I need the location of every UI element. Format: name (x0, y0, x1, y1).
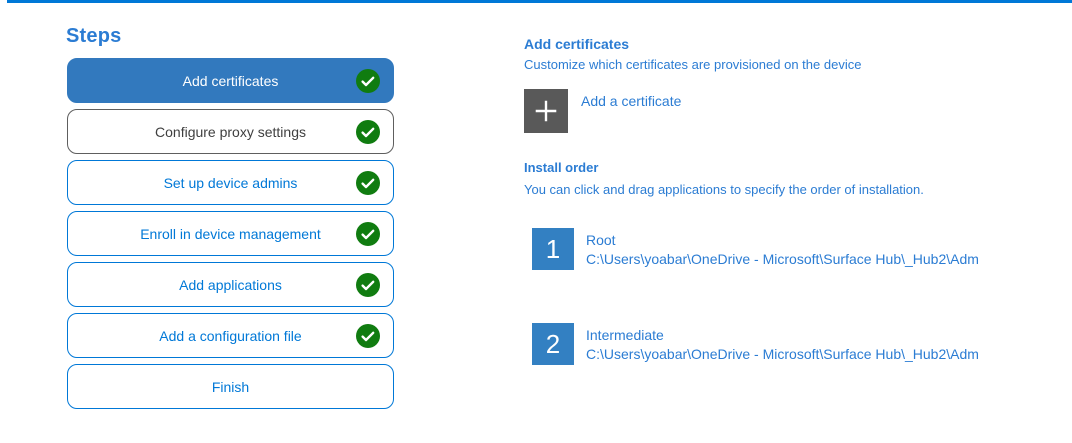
step-button-finish[interactable]: Finish (67, 364, 394, 409)
install-order-item-intermediate[interactable]: 2 Intermediate C:\Users\yoabar\OneDrive … (532, 323, 979, 365)
certificate-path: C:\Users\yoabar\OneDrive - Microsoft\Sur… (586, 346, 979, 362)
install-order-title: Install order (524, 160, 599, 175)
install-order-item-root[interactable]: 1 Root C:\Users\yoabar\OneDrive - Micros… (532, 228, 979, 270)
step-label: Enroll in device management (140, 225, 321, 242)
install-order-description: You can click and drag applications to s… (524, 182, 924, 197)
add-certificate-label: Add a certificate (581, 93, 682, 109)
add-certificates-page: Add certificates Customize which certifi… (524, 0, 1072, 443)
check-icon (356, 68, 380, 93)
steps-panel: Steps Add certificates Configure proxy s… (66, 25, 394, 409)
page-subtitle: Customize which certificates are provisi… (524, 57, 862, 72)
check-icon (356, 170, 380, 195)
add-certificate-button[interactable]: Add a certificate (524, 89, 681, 133)
steps-panel-title: Steps (66, 25, 122, 47)
plus-icon-tile (524, 89, 568, 133)
step-button-set-up-device-admins[interactable]: Set up device admins (67, 160, 394, 205)
certificate-path: C:\Users\yoabar\OneDrive - Microsoft\Sur… (586, 251, 979, 267)
certificate-name: Intermediate (586, 327, 664, 343)
check-icon (356, 221, 380, 246)
step-label: Finish (211, 378, 250, 395)
order-item-text: Root C:\Users\yoabar\OneDrive - Microsof… (586, 231, 979, 269)
page-title: Add certificates (524, 36, 630, 52)
check-icon (356, 119, 380, 144)
order-number-badge: 2 (532, 323, 574, 365)
certificate-name: Root (586, 232, 616, 248)
step-label: Add a configuration file (159, 327, 302, 344)
check-icon (356, 323, 380, 348)
step-label: Add applications (179, 276, 282, 293)
order-item-text: Intermediate C:\Users\yoabar\OneDrive - … (586, 326, 979, 364)
plus-icon (535, 100, 557, 122)
step-label: Add certificates (182, 72, 279, 89)
check-icon (356, 272, 380, 297)
step-button-configure-proxy-settings[interactable]: Configure proxy settings (67, 109, 394, 154)
step-label: Configure proxy settings (155, 123, 306, 140)
step-label: Set up device admins (163, 174, 298, 191)
top-accent-line (7, 0, 1072, 3)
steps-list: Add certificates Configure proxy setting… (67, 58, 394, 415)
step-button-add-applications[interactable]: Add applications (67, 262, 394, 307)
step-button-enroll-in-device-management[interactable]: Enroll in device management (67, 211, 394, 256)
order-number-badge: 1 (532, 228, 574, 270)
step-button-add-a-configuration-file[interactable]: Add a configuration file (67, 313, 394, 358)
step-button-add-certificates[interactable]: Add certificates (67, 58, 394, 103)
